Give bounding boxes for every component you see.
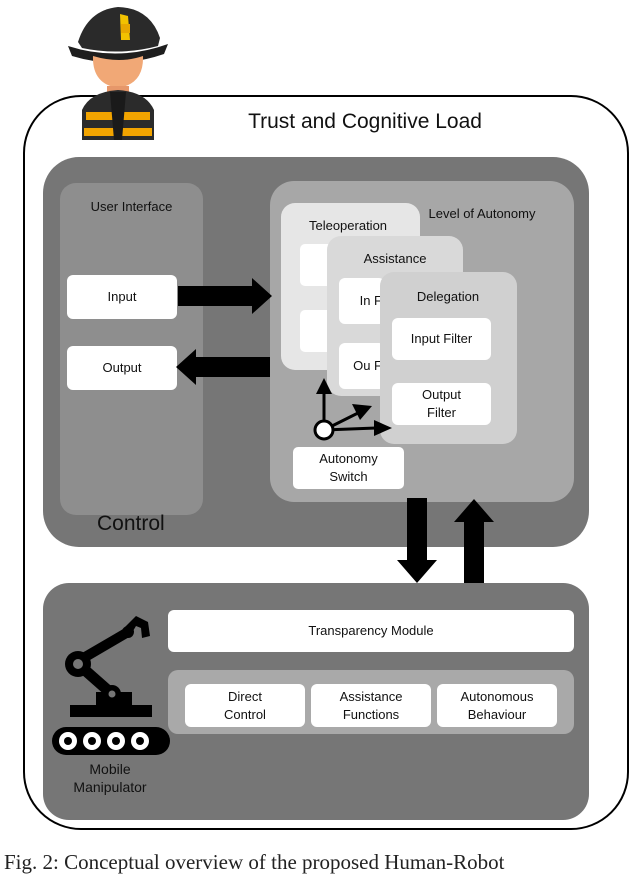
figure-caption: Fig. 2: Conceptual overview of the propo… <box>4 850 505 874</box>
autonomous-behaviour-box: Autonomous Behaviour <box>437 684 557 727</box>
level-of-autonomy-label: Level of Autonomy <box>428 206 536 221</box>
mobile-manipulator-label: Mobile Manipulator <box>73 761 147 795</box>
direct-control-box: Direct Control <box>185 684 305 727</box>
delegation-output-filter: Output Filter <box>392 383 491 425</box>
delegation-input-filter: Input Filter <box>392 318 491 360</box>
transparency-module-box: Transparency Module <box>168 610 574 652</box>
autonomy-switch-box: Autonomy Switch <box>293 447 404 489</box>
control-label: Control <box>97 512 165 535</box>
diagram-title: Trust and Cognitive Load <box>248 110 482 133</box>
user-interface-label: User Interface <box>90 199 173 214</box>
assistance-output-filter: Ou F <box>339 343 385 389</box>
assistance-input-filter: In F <box>339 278 385 324</box>
assistance-label: Assistance <box>363 251 427 266</box>
assistance-functions-box: Assistance Functions <box>311 684 431 727</box>
delegation-label: Delegation <box>416 289 480 304</box>
output-box: Output <box>67 346 177 390</box>
teleoperation-label: Teleoperation <box>308 218 388 233</box>
input-box: Input <box>67 275 177 319</box>
